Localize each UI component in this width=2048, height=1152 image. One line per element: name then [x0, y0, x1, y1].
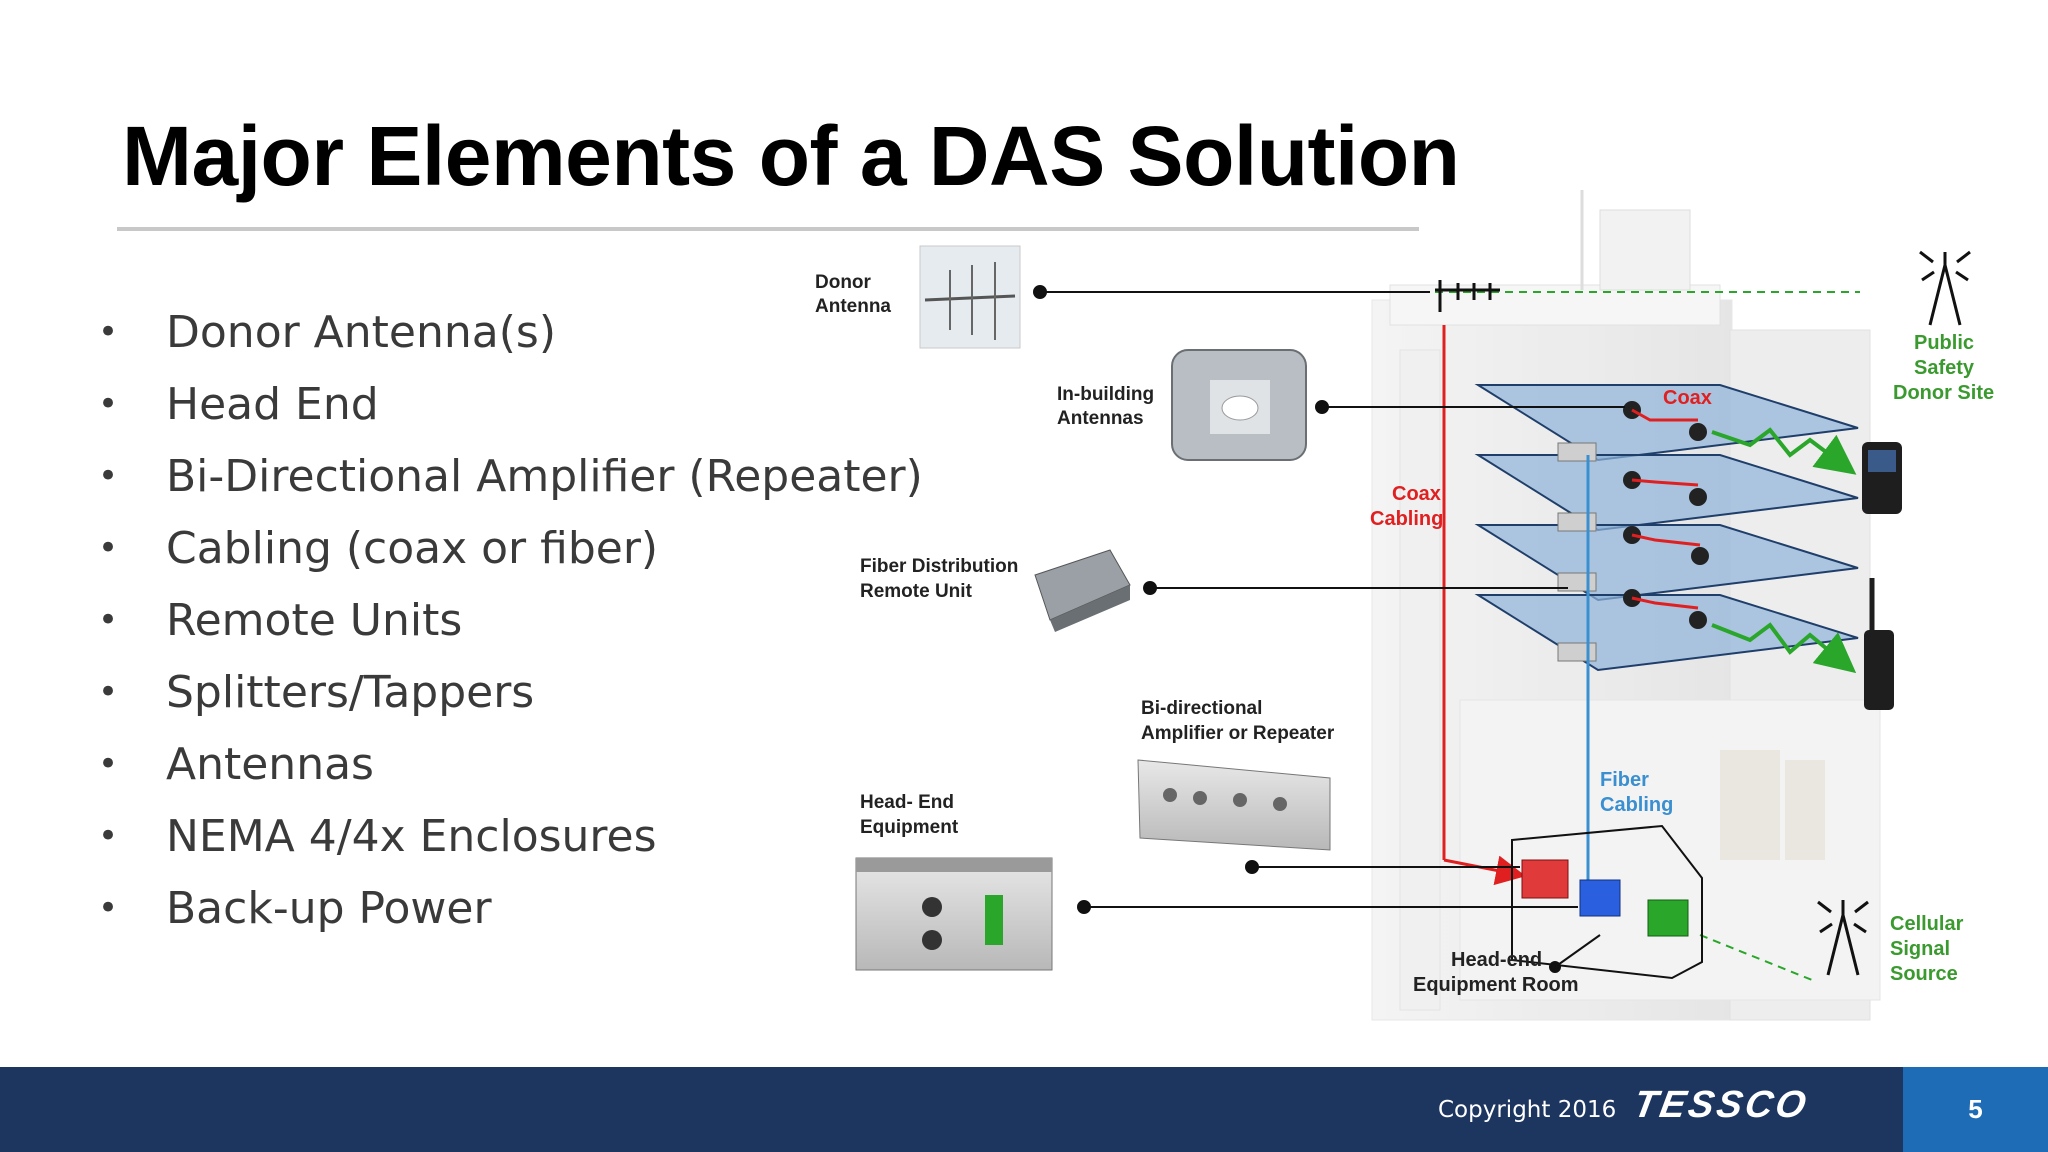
diagram-labels: Donor Antenna In-building Antennas Fiber…	[815, 272, 1579, 996]
donor-antenna-label: Antenna	[815, 296, 891, 317]
bullet-list: • Donor Antenna(s) • Head End • Bi-Directio…	[98, 296, 923, 944]
fiber-cabling-label: Fiber	[1600, 769, 1649, 791]
headend-room-label: Head-end	[1451, 949, 1542, 971]
bullet-icon: •	[98, 672, 119, 712]
cellular-source-label: Cellular	[1890, 913, 1964, 935]
headend-equipment-label: Head- End	[860, 792, 954, 813]
donor-antenna-label: Donor	[815, 272, 872, 293]
bullet-icon: •	[98, 528, 119, 568]
bullet-text: Back-up Power	[166, 882, 492, 934]
bda-label: Bi-directional	[1141, 698, 1262, 719]
list-item: • Splitters/Tappers	[98, 656, 923, 728]
coax-cabling-label: Coax	[1392, 483, 1441, 505]
list-item: • Head End	[98, 368, 923, 440]
footer-bar	[0, 1067, 2048, 1152]
bullet-icon: •	[98, 816, 119, 856]
list-item: • NEMA 4/4x Enclosures	[98, 800, 923, 872]
headend-equipment-photo	[855, 857, 1053, 971]
fiber-labels: Fiber Cabling	[1600, 769, 1673, 816]
wireless-links	[1711, 427, 1857, 674]
public-safety-label: Public	[1914, 332, 1974, 354]
headend-room-label: Equipment Room	[1413, 974, 1579, 996]
public-safety-label: Donor Site	[1893, 382, 1994, 404]
bullet-text: NEMA 4/4x Enclosures	[166, 810, 657, 862]
list-item: • Donor Antenna(s)	[98, 296, 923, 368]
list-item: • Bi-Directional Amplifier (Repeater)	[98, 440, 923, 512]
smartphone-icon	[1862, 442, 1902, 514]
bullet-text: Splitters/Tappers	[166, 666, 535, 718]
cellular-source-label: Source	[1890, 963, 1958, 985]
slide-title: Major Elements of a DAS Solution	[122, 109, 1460, 203]
bullet-icon: •	[98, 456, 119, 496]
bullet-icon: •	[98, 384, 119, 424]
bullet-icon: •	[98, 888, 119, 928]
headend-room	[1511, 824, 1703, 980]
green-labels: Public Safety Donor Site Cellular Signal…	[1890, 332, 1994, 985]
bullet-icon: •	[98, 312, 119, 352]
bullet-icon: •	[98, 600, 119, 640]
radio-icon	[1864, 578, 1894, 710]
bda-repeater-photo	[1137, 759, 1331, 851]
list-item: • Cabling (coax or fiber)	[98, 512, 923, 584]
coax-cabling-label: Cabling	[1370, 508, 1443, 530]
fiber-remote-unit-label: Remote Unit	[860, 581, 973, 602]
title-divider	[117, 227, 1419, 231]
bda-label: Amplifier or Repeater	[1141, 723, 1335, 744]
cabling	[1435, 291, 1860, 981]
fiber-remote-unit-label: Fiber Distribution	[860, 556, 1018, 577]
inbuilding-antennas-label: In-building	[1057, 384, 1154, 405]
bullet-text: Donor Antenna(s)	[166, 306, 556, 358]
list-item: • Back-up Power	[98, 872, 923, 944]
bullet-text: Head End	[166, 378, 379, 430]
fiber-remote-unit-photo	[1034, 549, 1131, 632]
headend-equipment-label: Equipment	[860, 817, 959, 838]
list-item: • Remote Units	[98, 584, 923, 656]
floor-planes	[1474, 384, 1859, 672]
bullet-text: Cabling (coax or fiber)	[166, 522, 659, 574]
coax-labels: Coax Coax Cabling	[1370, 387, 1712, 530]
roof-donor-antenna-icon	[1435, 280, 1500, 312]
fiber-cabling-label: Cabling	[1600, 794, 1673, 816]
bullet-text: Antennas	[166, 738, 374, 790]
leader-lines	[1033, 285, 1625, 973]
das-diagram: Donor Antenna In-building Antennas Fiber…	[815, 190, 1994, 1021]
coax-label: Coax	[1663, 387, 1712, 409]
donor-antenna-photo	[919, 245, 1021, 349]
list-item: • Antennas	[98, 728, 923, 800]
bullet-text: Bi-Directional Amplifier (Repeater)	[166, 450, 923, 502]
page-number: 5	[1903, 1067, 2048, 1152]
bullet-icon: •	[98, 744, 119, 784]
public-safety-tower-icon	[1919, 250, 1971, 326]
inbuilding-antenna-photo	[1171, 349, 1307, 461]
public-safety-label: Safety	[1914, 357, 1975, 379]
copyright-text: Copyright 2016	[1438, 1097, 1617, 1123]
cellular-tower-icon	[1817, 900, 1869, 976]
inbuilding-antennas-label: Antennas	[1057, 408, 1144, 429]
cellular-source-label: Signal	[1890, 938, 1950, 960]
tessco-logo: TESSCO	[1630, 1084, 1813, 1126]
bullet-text: Remote Units	[166, 594, 463, 646]
